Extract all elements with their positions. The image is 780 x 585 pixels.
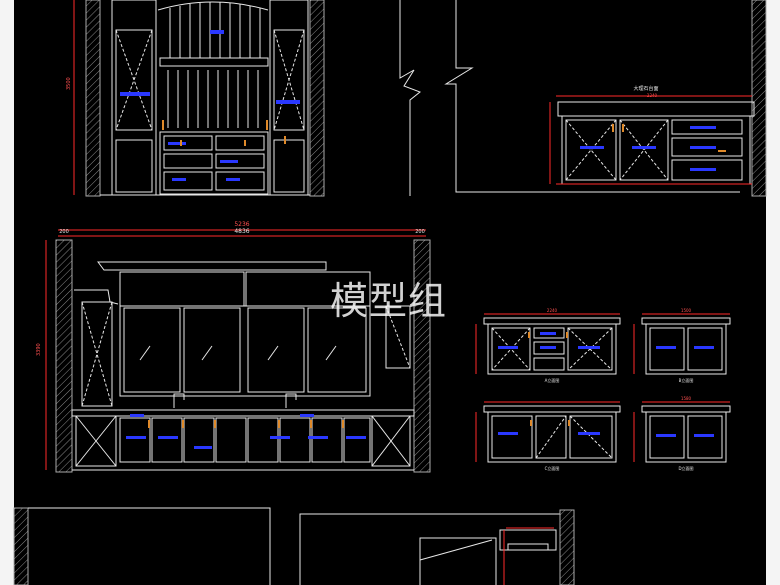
elevation-main [45, 229, 431, 473]
dim-side-top: 1500 [681, 308, 692, 313]
small-notes [498, 332, 714, 437]
bottom-partial-drawings [13, 507, 575, 585]
dim-total-width: 5236 [234, 221, 249, 228]
caption-elev-a: A立面图 [545, 377, 560, 383]
watermark: 模型组 [330, 279, 448, 323]
wall-hatch-main-left [55, 239, 73, 473]
dim-small-width: 1580 [681, 396, 692, 401]
small-handles [528, 332, 570, 426]
note-island-top: 大理石台面 [633, 85, 658, 92]
right-margin-band [766, 0, 780, 585]
dim-island-width: 2240 [547, 308, 558, 313]
island-notes [580, 126, 716, 171]
wall-hatch-left [85, 0, 101, 197]
main-notes [126, 414, 366, 449]
caption-elev-d: D立面图 [678, 465, 693, 471]
wall-break-plan [399, 0, 767, 197]
elevation-island [549, 95, 755, 185]
dim-island-top: 2240 [647, 93, 658, 98]
caption-elev-c: C立面图 [545, 465, 560, 471]
dim-total-height: 3390 [36, 343, 42, 356]
elevation-top-left [73, 0, 325, 197]
dim-top-height: 3500 [66, 77, 72, 90]
small-elevation-a [475, 313, 621, 375]
dim-right-margin: 200 [415, 229, 425, 235]
small-elevation-c [475, 401, 621, 463]
main-handles [148, 420, 344, 428]
island-handles [612, 124, 726, 152]
small-elevation-b [633, 313, 731, 375]
top-left-handles [162, 120, 286, 146]
wall-hatch-main-right [413, 239, 431, 473]
bottle-rack [167, 70, 259, 128]
caption-elev-b: B立面图 [679, 377, 694, 383]
small-elevation-d [633, 401, 731, 463]
top-left-notes [120, 30, 300, 181]
left-margin-band [0, 0, 14, 585]
wall-hatch-right [309, 0, 325, 197]
dim-left-margin: 200 [59, 229, 69, 235]
dim-inner-width: 4836 [234, 228, 249, 235]
